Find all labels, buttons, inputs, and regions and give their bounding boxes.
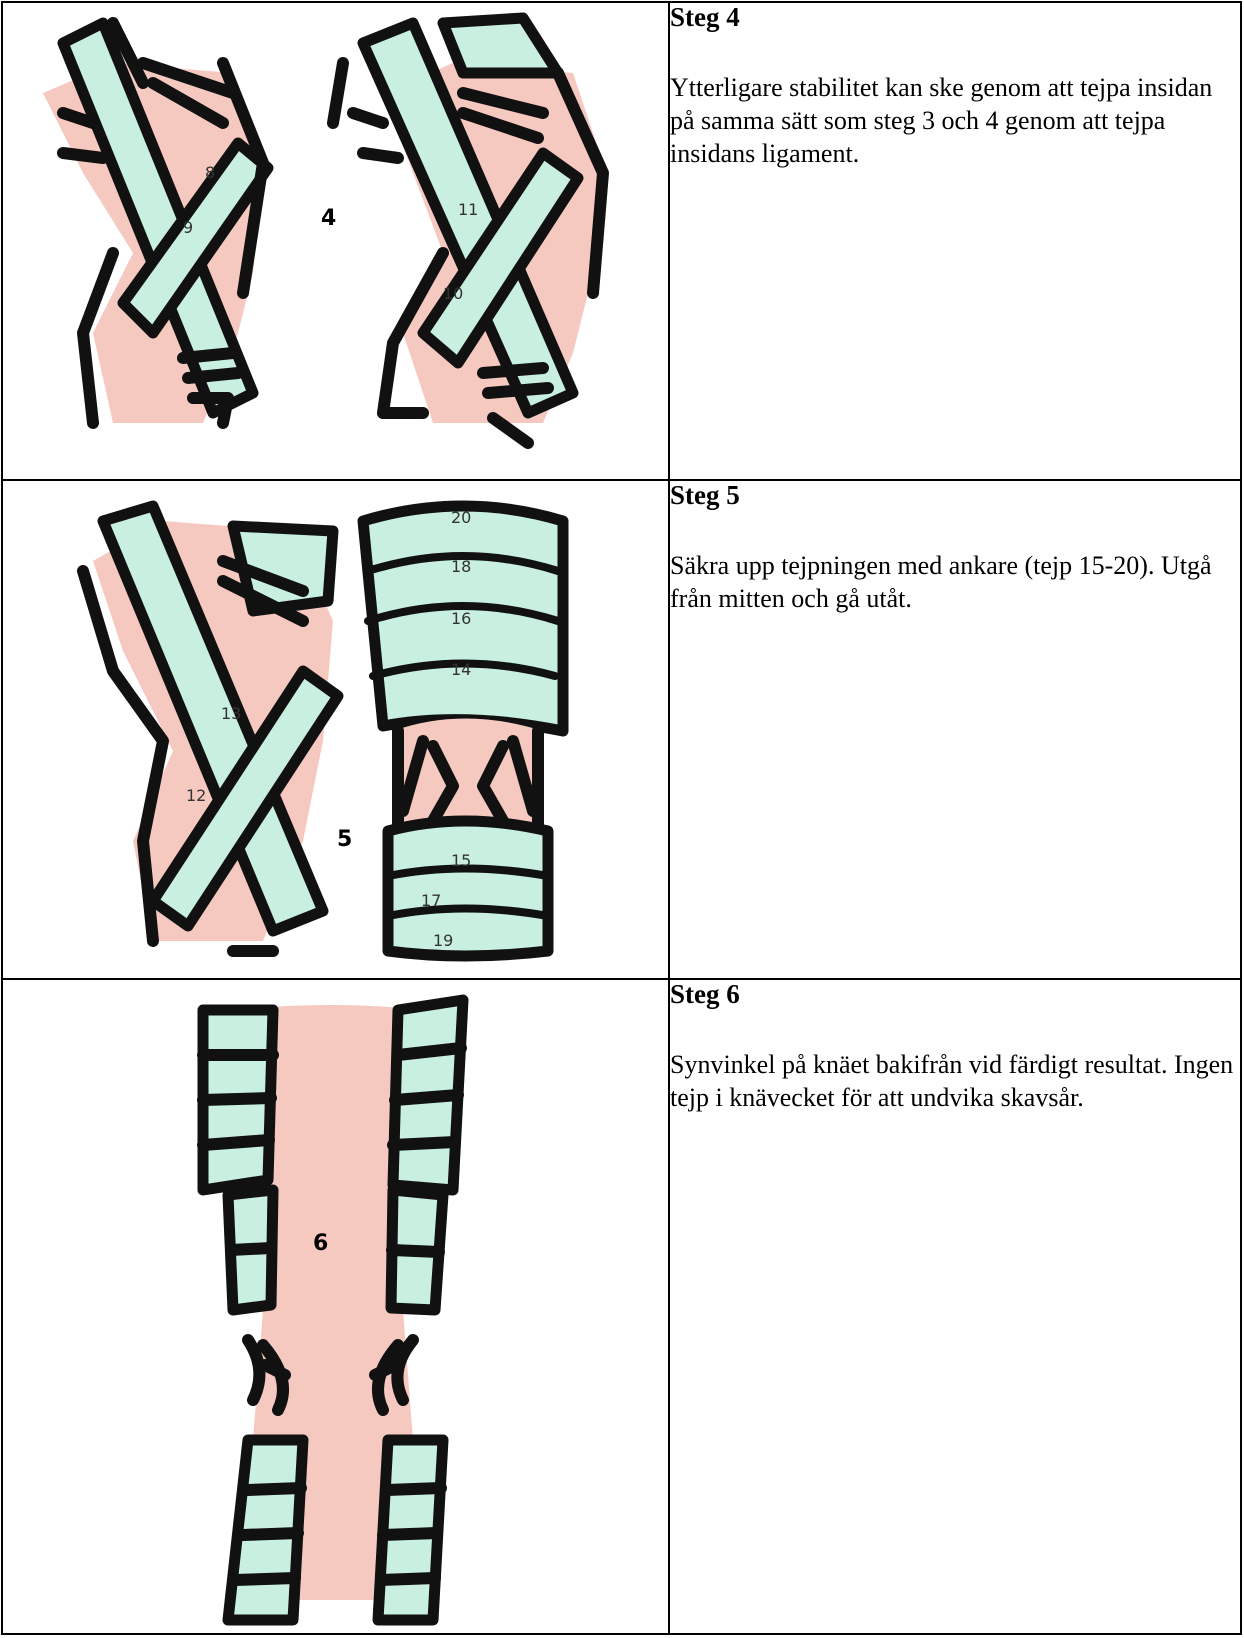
- step-5-title: Steg 5: [670, 481, 1240, 511]
- tape-number-12: 12: [186, 786, 206, 805]
- knee-taping-illustration-step-5: 12 13 14 15 16 17 18 19 20: [3, 481, 668, 978]
- step-row-6: 6 Steg 6 Synvinkel på knäet bakifrån vid…: [2, 979, 1241, 1634]
- tape-number-15: 15: [451, 851, 471, 870]
- step-6-illustration-cell: 6: [2, 979, 669, 1634]
- step-6-text-cell: Steg 6 Synvinkel på knäet bakifrån vid f…: [669, 979, 1241, 1634]
- step-6-description: Synvinkel på knäet bakifrån vid färdigt …: [670, 1048, 1240, 1114]
- step-5-text-cell: Steg 5 Säkra upp tejpningen med ankare (…: [669, 480, 1241, 979]
- step-4-text-cell: Steg 4 Ytterligare stabilitet kan ske ge…: [669, 2, 1241, 480]
- step-row-5: 12 13 14 15 16 17 18 19 20 Steg 5 Säkra …: [2, 480, 1241, 979]
- knee-taping-illustration-step-6: 6: [3, 980, 668, 1633]
- step-4-description: Ytterligare stabilitet kan ske genom att…: [670, 71, 1240, 170]
- tape-number-13: 13: [221, 704, 241, 723]
- figure-label-6: 6: [313, 1231, 328, 1256]
- tape-number-20: 20: [451, 508, 471, 527]
- tape-number-14: 14: [451, 660, 471, 679]
- tape-number-17: 17: [421, 891, 441, 910]
- step-4-illustration-cell: [2, 2, 669, 480]
- tape-number-16: 16: [451, 609, 471, 628]
- knee-taping-illustration-step-4: [3, 3, 668, 479]
- step-4-title: Steg 4: [670, 3, 1240, 33]
- tape-number-18: 18: [451, 557, 471, 576]
- step-row-4: Steg 4 Ytterligare stabilitet kan ske ge…: [2, 2, 1241, 480]
- step-5-illustration-cell: 12 13 14 15 16 17 18 19 20: [2, 480, 669, 979]
- step-6-title: Steg 6: [670, 980, 1240, 1010]
- step-5-description: Säkra upp tejpningen med ankare (tejp 15…: [670, 549, 1240, 615]
- tape-number-19: 19: [433, 931, 453, 950]
